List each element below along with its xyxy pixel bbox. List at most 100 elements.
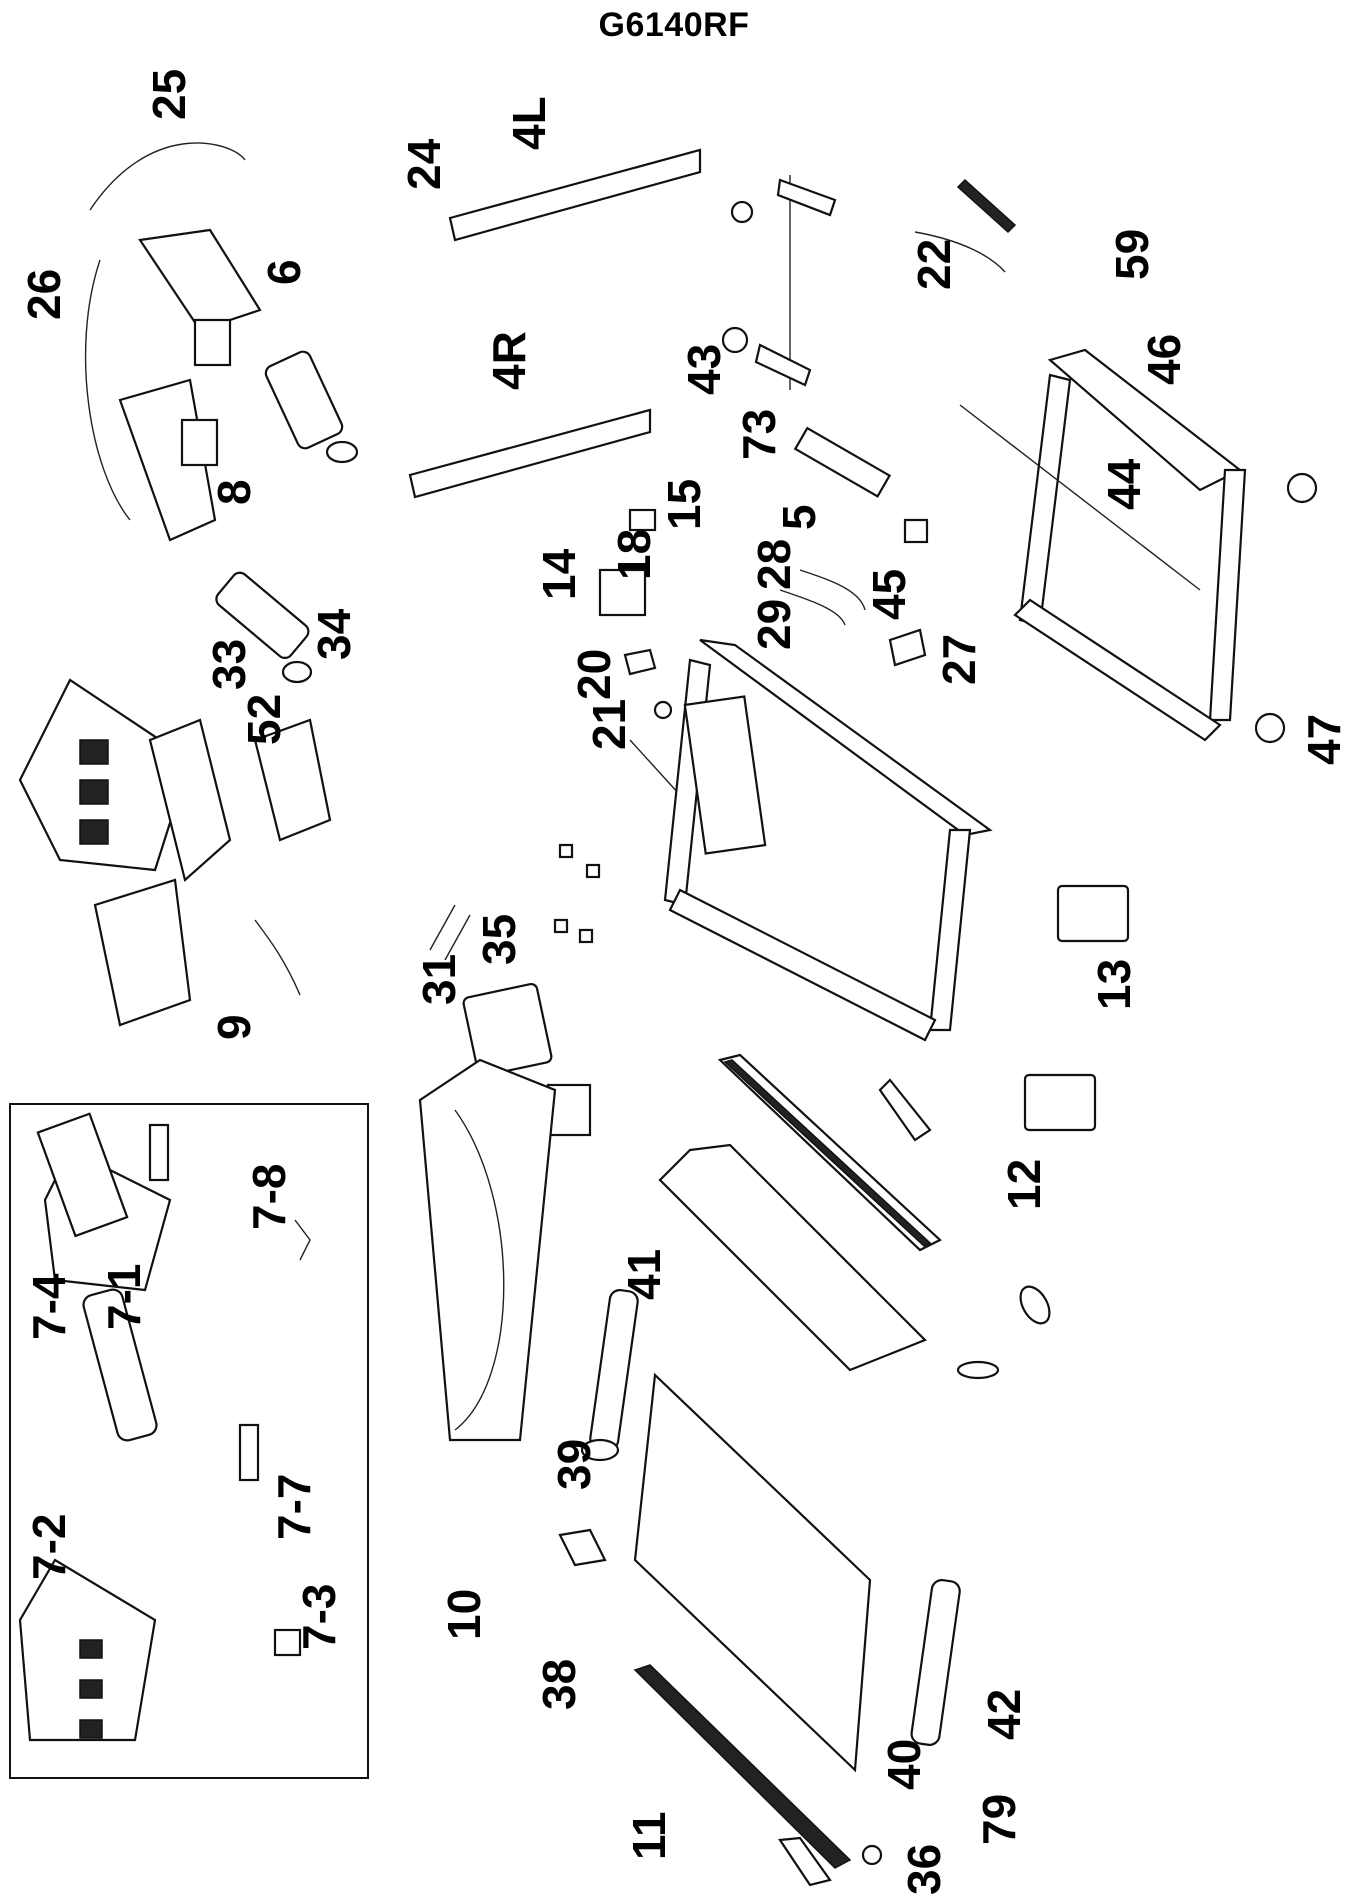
part-45 — [903, 518, 929, 544]
end-cap — [325, 440, 359, 464]
belt-40 — [633, 1372, 872, 1773]
label-79: 79 — [973, 1794, 1025, 1845]
inset-display-1 — [79, 1639, 103, 1659]
wire-21 — [629, 739, 681, 796]
display-window-3 — [79, 819, 109, 845]
label-20: 20 — [568, 649, 620, 700]
label-39: 39 — [548, 1439, 600, 1490]
label-33: 33 — [203, 639, 255, 690]
incline-frame-left — [1018, 373, 1072, 627]
cable-25 — [89, 142, 246, 211]
incline-frame-bottom — [1013, 598, 1222, 742]
inset-part-7-3 — [273, 1628, 302, 1657]
nut-b — [585, 863, 601, 879]
inset-keypad-7-7 — [238, 1423, 260, 1482]
diagram-title: G6140RF — [598, 6, 750, 44]
frame-bottom-rail — [668, 888, 937, 1042]
rear-roller-42 — [910, 1579, 961, 1746]
endcap-12 — [1023, 1073, 1097, 1132]
wheel-46 — [1286, 472, 1318, 504]
label-59: 59 — [1106, 229, 1158, 280]
label-31: 31 — [413, 954, 465, 1005]
inset-overlay-7-4 — [36, 1112, 129, 1238]
cap-34 — [281, 660, 313, 684]
label-5: 5 — [773, 504, 825, 530]
label-44: 44 — [1098, 458, 1150, 510]
inset-keypad-7-8a — [148, 1123, 170, 1182]
cable-22 — [914, 231, 1006, 273]
wire-29 — [779, 589, 846, 626]
inset-display-2 — [79, 1679, 103, 1699]
bracket-52 — [253, 718, 332, 842]
label-8: 8 — [208, 479, 260, 505]
label-18: 18 — [608, 529, 660, 580]
label-21: 21 — [583, 699, 635, 750]
label-26: 26 — [18, 269, 70, 320]
frame-right-rail — [928, 828, 972, 1032]
label-27: 27 — [933, 634, 985, 685]
label-35: 35 — [473, 914, 525, 965]
label-9: 9 — [208, 1014, 260, 1040]
wheel-43 — [721, 326, 749, 354]
inset-display-3 — [79, 1719, 103, 1739]
label-47: 47 — [1298, 714, 1348, 765]
inset-console-lower — [82, 1288, 158, 1442]
part-36 — [861, 1844, 883, 1866]
wheel-upper — [730, 200, 754, 224]
label-46: 46 — [1138, 334, 1190, 385]
console-side — [148, 718, 232, 883]
upright-4R — [408, 408, 652, 499]
label-7-4: 7-4 — [23, 1273, 75, 1340]
frame-top-rail — [699, 638, 993, 837]
label-43: 43 — [678, 344, 730, 395]
handlebar-6 — [138, 228, 262, 332]
switch-15 — [628, 508, 657, 532]
label-11: 11 — [623, 1811, 675, 1860]
wheel-47 — [1254, 712, 1286, 744]
label-42: 42 — [978, 1689, 1030, 1740]
label-7-1: 7-1 — [98, 1264, 150, 1330]
motor-35 — [462, 982, 553, 1077]
display-window-1 — [79, 739, 109, 765]
label-15: 15 — [658, 479, 710, 530]
display-window-2 — [79, 779, 109, 805]
upright-4L — [448, 148, 702, 242]
label-10: 10 — [438, 1589, 490, 1640]
part-38 — [558, 1528, 607, 1567]
label-52: 52 — [238, 694, 290, 745]
label-14: 14 — [533, 548, 585, 600]
label-73: 73 — [733, 409, 785, 460]
label-25: 25 — [143, 69, 195, 120]
label-4L: 4L — [503, 96, 555, 150]
roller-5 — [793, 426, 892, 498]
label-7-8: 7-8 — [243, 1164, 295, 1230]
label-28: 28 — [748, 539, 800, 590]
label-22: 22 — [908, 239, 960, 290]
part-20 — [653, 700, 673, 720]
label-6: 6 — [258, 259, 310, 285]
pulley — [580, 1438, 620, 1462]
incline-frame-right — [1208, 468, 1247, 722]
wedge — [878, 1078, 932, 1142]
label-24: 24 — [398, 138, 450, 190]
label-38: 38 — [533, 1659, 585, 1710]
motor-hood-10 — [418, 1058, 557, 1442]
wire-9 — [254, 919, 301, 996]
part-labels: 25 26 6 8 24 4L 4R 33 34 52 9 31 35 14 1… — [18, 69, 1348, 1895]
label-34: 34 — [308, 608, 360, 660]
label-13: 13 — [1088, 959, 1140, 1010]
running-board-41 — [658, 1143, 927, 1372]
rubber-strip — [956, 178, 1017, 234]
label-45: 45 — [863, 569, 915, 620]
label-7-3: 7-3 — [293, 1584, 345, 1650]
incline-rod-44 — [959, 404, 1201, 591]
endcap-13 — [1056, 884, 1130, 943]
bracket-top — [776, 178, 837, 217]
pulse-sensor-8a — [193, 318, 232, 367]
console-inset-box — [9, 1103, 369, 1779]
label-12: 12 — [998, 1159, 1050, 1210]
nut-c — [553, 918, 569, 934]
grip-sensor — [264, 350, 344, 450]
label-29: 29 — [748, 599, 800, 650]
